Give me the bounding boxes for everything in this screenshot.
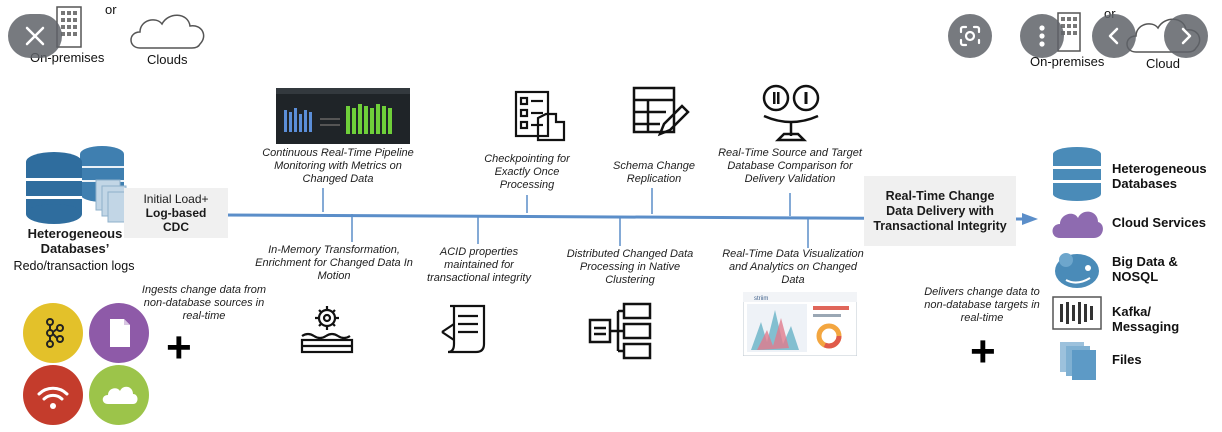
- target-database-icon: [1053, 147, 1101, 201]
- chevron-right-icon: [1181, 27, 1192, 45]
- initial-load-line3: CDC: [163, 220, 189, 234]
- feature-transform-text: In-Memory Transformation, Enrichment for…: [255, 244, 413, 282]
- feature-checkpoint-text: Checkpointing for Exactly Once Processin…: [484, 153, 570, 191]
- initial-load-box: Initial Load+ Log-based CDC: [124, 188, 228, 238]
- cloud-outline-icon: [130, 14, 205, 49]
- checklist-icon: [514, 90, 566, 142]
- feature-visualization-text: Real-Time Data Visualization and Analyti…: [722, 248, 864, 286]
- more-button[interactable]: [1020, 14, 1064, 58]
- chevron-left-icon: [1108, 27, 1119, 45]
- cloud-label-right: Cloud: [1146, 56, 1180, 71]
- close-button[interactable]: [8, 14, 62, 58]
- target-hadoop-icon: [1055, 253, 1099, 288]
- database-stack-icon: [26, 146, 131, 224]
- gear-transform-icon: [300, 306, 354, 354]
- feature-schema-text: Schema Change Replication: [613, 160, 695, 185]
- close-icon: [25, 26, 45, 46]
- target-files-icon: [1060, 342, 1096, 380]
- lens-button[interactable]: [948, 14, 992, 58]
- analytics-dashboard-icon: [743, 292, 857, 356]
- target-bigdata-label: Big Data & NOSQL: [1112, 254, 1178, 284]
- target-databases-label: Heterogeneous Databases: [1112, 161, 1207, 191]
- acid-document-icon: [441, 304, 486, 354]
- initial-load-line2: Log-based: [145, 206, 207, 220]
- more-vert-icon: [1039, 25, 1045, 47]
- non-db-targets-text: Delivers change data to non-database tar…: [924, 286, 1040, 324]
- prev-image-button[interactable]: [1092, 14, 1136, 58]
- next-image-button[interactable]: [1164, 14, 1208, 58]
- or-label-right: or: [1104, 6, 1116, 21]
- wifi-source-icon: [23, 365, 83, 425]
- target-kafka-icon: [1052, 296, 1102, 330]
- target-cloud-services-label: Cloud Services: [1112, 215, 1206, 230]
- plus-left: +: [166, 323, 192, 372]
- initial-load-line1: Initial Load+: [143, 192, 209, 206]
- delivery-box: Real-Time Change Data Delivery with Tran…: [864, 176, 1016, 246]
- schema-edit-icon: [632, 86, 690, 137]
- scale-compare-icon: [762, 84, 820, 142]
- feature-compare-text: Real-Time Source and Target Database Com…: [718, 147, 862, 185]
- cluster-nodes-icon: [588, 302, 652, 360]
- target-files-label: Files: [1112, 352, 1142, 367]
- cloud-source-icon: [89, 365, 149, 425]
- onprem-label-right: On-premises: [1030, 54, 1105, 69]
- file-source-icon: [89, 303, 149, 363]
- source-subtitle: Redo/transaction logs: [13, 259, 135, 273]
- building-icon: [56, 6, 82, 48]
- target-cloud-icon: [1052, 211, 1103, 238]
- clouds-label: Clouds: [147, 52, 188, 67]
- non-db-sources-text: Ingests change data from non-database so…: [141, 284, 267, 322]
- dashboard-brand-label: striim: [754, 296, 769, 302]
- target-kafka-label: Kafka/ Messaging: [1112, 304, 1180, 334]
- feature-monitoring-text: Continuous Real-Time Pipeline Monitoring…: [262, 147, 414, 185]
- feature-acid-text: ACID properties maintained for transacti…: [427, 246, 531, 284]
- monitoring-dashboard-icon: [276, 88, 410, 144]
- source-title: Heterogeneous Databases’: [27, 226, 123, 256]
- plus-right: +: [970, 327, 996, 376]
- feature-distributed-text: Distributed Changed Data Processing in N…: [566, 248, 694, 286]
- or-label: or: [105, 2, 117, 17]
- kafka-source-icon: [23, 303, 83, 363]
- lens-icon: [959, 25, 981, 47]
- delivery-box-text: Real-Time Change Data Delivery with Tran…: [873, 188, 1007, 233]
